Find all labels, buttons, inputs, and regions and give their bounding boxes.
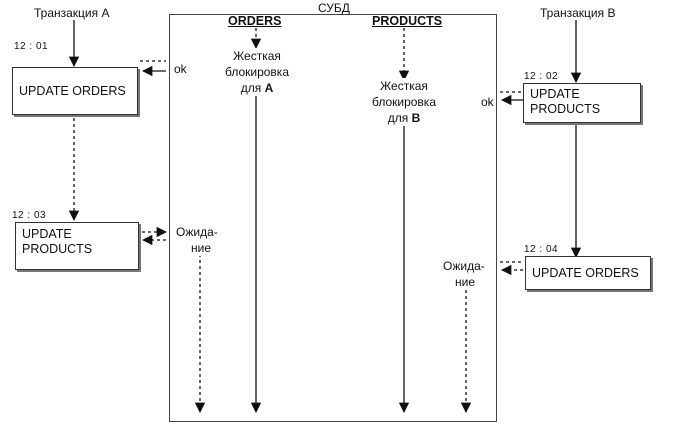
wait-b-note: Ожида- ние — [443, 258, 493, 290]
transaction-a-label: Транзакция А — [34, 6, 110, 20]
transaction-a-update-products-box: UPDATE PRODUCTS — [15, 222, 139, 270]
transaction-b-time1: 12 : 02 — [524, 71, 559, 82]
transaction-a-ok-label: ok — [174, 62, 187, 76]
lock-b-owner: B — [411, 111, 421, 125]
transaction-b-step1-line2: PRODUCTS — [530, 102, 601, 116]
transaction-b-ok-label: ok — [481, 95, 494, 109]
lock-a-for: для — [240, 81, 262, 95]
transaction-b-update-products-box: UPDATE PRODUCTS — [523, 83, 641, 123]
wait-a-line2: ние — [191, 241, 212, 255]
transaction-b-update-orders-box: UPDATE ORDERS — [525, 256, 651, 290]
dbms-frame — [169, 14, 497, 422]
lock-a-owner: A — [264, 81, 274, 95]
transaction-b-step1-line1: UPDATE — [530, 87, 580, 101]
transaction-a-time1: 12 : 01 — [14, 41, 49, 52]
transaction-a-step2-line1: UPDATE — [22, 227, 72, 241]
lock-a-line1: Жесткая — [233, 49, 281, 63]
wait-a-line1: Ожида- — [176, 225, 218, 239]
lock-b-note: Жесткая блокировка для B — [364, 78, 444, 126]
lock-b-line2: блокировка — [371, 95, 436, 109]
lock-b-line1: Жесткая — [380, 79, 428, 93]
wait-b-line2: ние — [455, 275, 476, 289]
transaction-b-label: Транзакция В — [540, 6, 616, 20]
wait-b-line1: Ожида- — [443, 259, 485, 273]
wait-a-note: Ожида- ние — [176, 224, 226, 256]
lock-a-line2: блокировка — [224, 65, 289, 79]
transaction-b-step2-text: UPDATE ORDERS — [532, 266, 639, 280]
transaction-a-step2-line2: PRODUCTS — [22, 242, 93, 256]
lock-b-for: для — [387, 111, 409, 125]
lock-a-note: Жесткая блокировка для A — [217, 48, 297, 96]
dbms-title: СУБД — [318, 1, 350, 15]
lock-a-line3: для A — [217, 80, 297, 96]
transaction-b-time2: 12 : 04 — [524, 244, 559, 255]
transaction-a-time2: 12 : 03 — [12, 210, 47, 221]
transaction-a-update-orders-box: UPDATE ORDERS — [12, 67, 138, 115]
lock-b-line3: для B — [364, 110, 444, 126]
column-products: PRODUCTS — [372, 14, 443, 28]
column-orders: ORDERS — [228, 14, 282, 28]
transaction-a-step1-text: UPDATE ORDERS — [19, 84, 126, 98]
